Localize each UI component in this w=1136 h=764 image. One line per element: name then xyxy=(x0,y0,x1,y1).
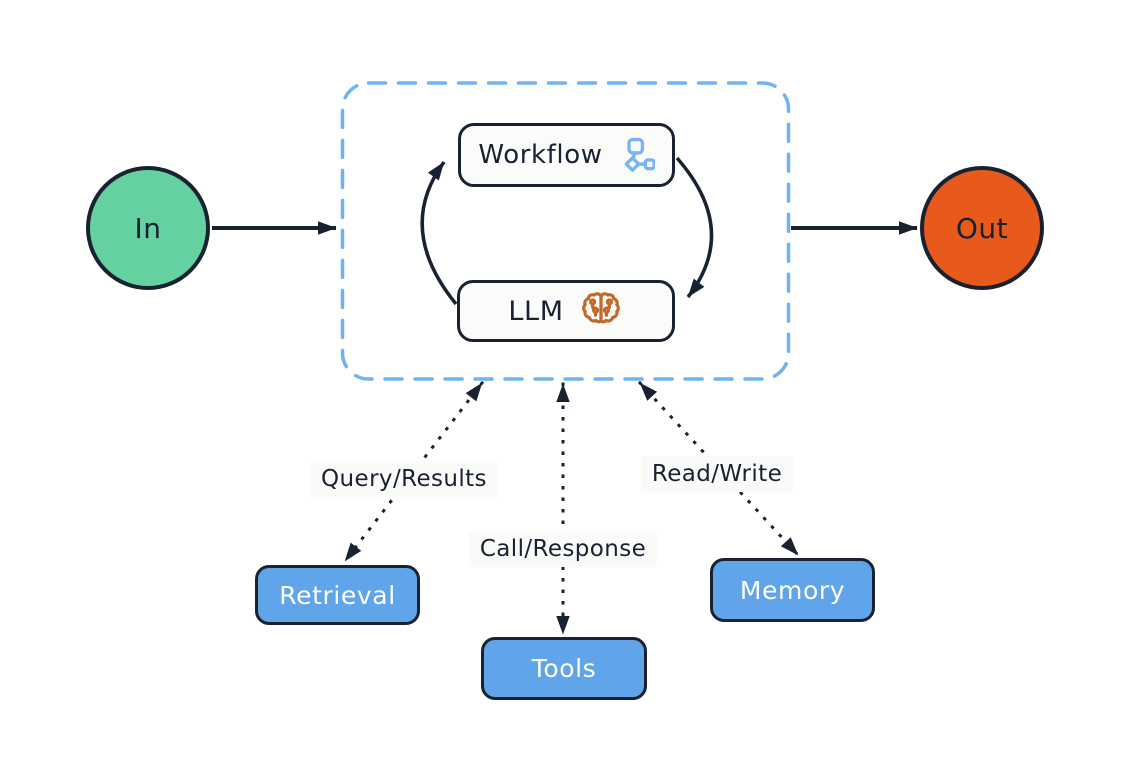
edge-label-query-results: Query/Results xyxy=(310,461,498,497)
brain-icon xyxy=(581,292,620,324)
node-retrieval-label: Retrieval xyxy=(279,580,396,610)
node-llm[interactable]: LLM xyxy=(457,280,675,342)
node-in[interactable]: In xyxy=(86,166,210,290)
agent-boundary-dashed xyxy=(340,81,791,381)
node-out[interactable]: Out xyxy=(920,166,1044,290)
workflow-graph-icon xyxy=(624,137,655,172)
node-tools-label: Tools xyxy=(531,654,597,683)
edge-label-call-response: Call/Response xyxy=(468,531,658,567)
node-tools[interactable]: Tools xyxy=(481,637,647,700)
arc-llm-to-workflow xyxy=(420,160,458,306)
arc-workflow-to-llm xyxy=(675,156,714,299)
edge-label-read-write: Read/Write xyxy=(640,456,794,492)
node-out-label: Out xyxy=(955,211,1009,245)
node-in-label: In xyxy=(134,211,162,245)
node-retrieval[interactable]: Retrieval xyxy=(255,565,420,625)
node-llm-label: LLM xyxy=(508,295,564,327)
node-workflow[interactable]: Workflow xyxy=(458,123,675,187)
node-workflow-label: Workflow xyxy=(478,140,603,170)
node-memory-label: Memory xyxy=(739,575,846,605)
node-memory[interactable]: Memory xyxy=(710,558,875,622)
